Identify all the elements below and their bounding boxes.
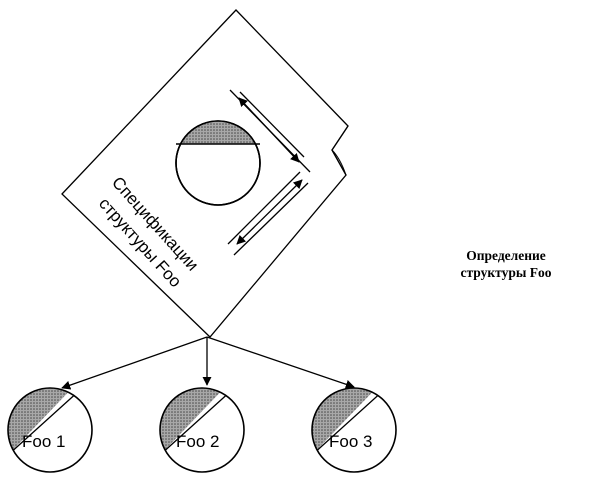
caption-line1: Определение	[466, 248, 546, 263]
foo3-label: Foo 3	[329, 432, 372, 451]
dimension-arrows	[227, 89, 311, 256]
instance-foo3: Foo 3	[311, 387, 397, 473]
arrow-to-foo3	[206, 336, 355, 389]
arrow-to-foo1	[61, 336, 208, 390]
specification-sheet: Спецификации структуры Foo	[61, 9, 349, 338]
foo1-label: Foo 1	[22, 432, 65, 451]
instance-foo2: Foo 2	[159, 387, 245, 473]
foo2-label: Foo 2	[176, 432, 219, 451]
side-caption: Определение структуры Foo	[428, 247, 584, 281]
caption-line2: структуры Foo	[460, 265, 552, 280]
instance-connectors	[61, 336, 355, 390]
instance-foo1: Foo 1	[7, 387, 93, 473]
